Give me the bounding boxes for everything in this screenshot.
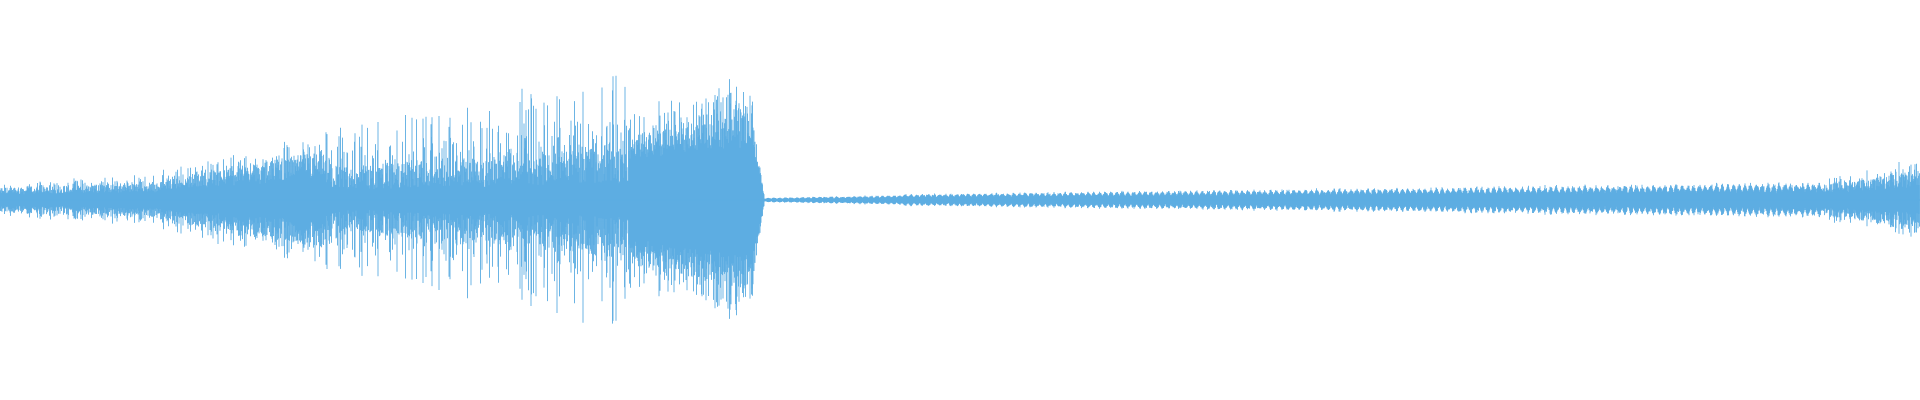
waveform-bars bbox=[0, 75, 1920, 324]
